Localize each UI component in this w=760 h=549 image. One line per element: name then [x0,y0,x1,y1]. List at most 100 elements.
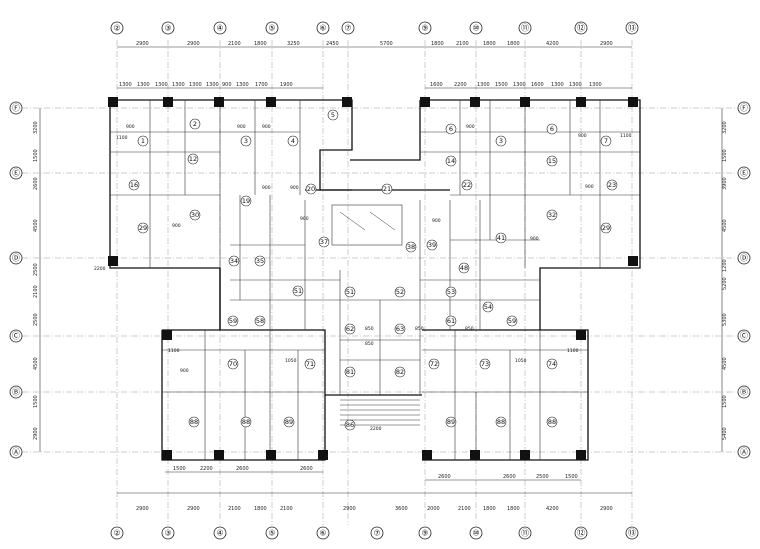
room-label: 29 [600,222,612,234]
dim-label: 2100 [228,41,241,47]
svg-text:⑪: ⑪ [521,24,529,33]
room-label: 38 [405,241,417,253]
axis-bubbles-bottom: ② ③ ④ ⑤ ⑥ ⑦ ⑨ ⑩ ⑪ ⑫ ⑬ [110,526,639,540]
room-label: 61 [445,315,457,327]
room-label: 63 [394,323,406,335]
svg-text:59: 59 [508,317,516,325]
dim-label: 2000 [427,506,440,512]
dim-label: 3250 [287,41,300,47]
svg-text:⑩: ⑩ [472,529,479,538]
room-label: 37 [318,236,330,248]
columns [108,97,638,460]
axis-bubble: Ⓒ [9,329,23,343]
room-label: 58 [254,315,266,327]
axis-bubble: ⑨ [418,21,432,35]
dimension-lines [39,46,723,494]
svg-text:81: 81 [346,368,354,376]
dim-label: 2100 [456,41,469,47]
room-label: 71 [304,358,316,370]
svg-text:14: 14 [447,157,455,165]
room-label: 53 [445,286,457,298]
svg-text:②: ② [113,529,120,538]
axis-bubble: ⑬ [625,21,639,35]
room-label: 82 [394,366,406,378]
svg-text:②: ② [113,24,120,33]
svg-text:1: 1 [141,137,145,145]
dim-label: 2450 [326,41,339,47]
dim-label: 2100 [33,285,39,298]
dim-tag: 2200 [370,426,382,432]
svg-text:22: 22 [463,181,471,189]
dim-label: 1300 [551,82,564,88]
dim-label: 2100 [458,506,471,512]
room-label: 7 [600,135,612,147]
door-tag: 900 [530,236,539,242]
dim-label: 1600 [430,82,443,88]
svg-text:59: 59 [229,317,237,325]
door-tags: 900 900 900 1100 900 900 900 900 900 110… [94,124,632,432]
dim-label: 3900 [722,177,728,190]
axis-bubble: ② [110,21,124,35]
axis-bubble: ⑩ [469,526,483,540]
dim-label: 2600 [236,466,249,472]
door-tag: 900 [290,185,299,191]
dim-label: 2600 [33,177,39,190]
room-label: 34 [228,255,240,267]
exterior-walls [109,99,641,461]
door-tag: 900 [300,216,309,222]
svg-text:Ⓕ: Ⓕ [12,104,20,113]
svg-text:74: 74 [548,360,556,368]
svg-text:③: ③ [164,529,171,538]
dim-label: 1800 [254,506,267,512]
room-label: 52 [394,286,406,298]
svg-text:⑤: ⑤ [268,529,275,538]
dim-label: 3600 [395,506,408,512]
svg-text:3: 3 [499,137,503,145]
room-label: 88 [240,416,252,428]
room-label: 6 [445,123,457,135]
room-label: 59 [506,315,518,327]
room-label: 6 [546,123,558,135]
room-label: 81 [344,366,356,378]
svg-text:⑬: ⑬ [628,24,636,33]
room-label: 14 [445,155,457,167]
svg-text:88: 88 [497,418,505,426]
door-tag: 900 [578,133,587,139]
room-label: 72 [428,358,440,370]
axis-bubble: ⑩ [469,21,483,35]
door-tag: 1100 [620,133,632,139]
dim-label: 2500 [33,313,39,326]
dim-label: 2900 [343,506,356,512]
door-tag: 1100 [567,348,579,354]
room-label: 54 [482,301,494,313]
axis-bubble: Ⓓ [9,251,23,265]
svg-text:Ⓕ: Ⓕ [740,104,748,113]
door-tag: 900 [585,184,594,190]
dim-label: 2100 [228,506,241,512]
svg-text:39: 39 [428,241,436,249]
dim-label: 5700 [380,41,393,47]
svg-text:30: 30 [191,211,199,219]
svg-text:88: 88 [242,418,250,426]
axis-bubble: Ⓕ [9,101,23,115]
room-label: 1 [137,135,149,147]
svg-text:Ⓓ: Ⓓ [740,254,748,263]
svg-text:⑨: ⑨ [421,529,428,538]
axis-bubble: Ⓐ [9,445,23,459]
axis-bubble: Ⓓ [737,251,751,265]
axis-bubble: ⑪ [518,526,532,540]
axis-bubbles-top: ② ③ ④ ⑤ ⑥ ⑦ ⑨ ⑩ ⑪ ⑫ ⑬ [110,21,639,35]
door-tag: 1100 [168,348,180,354]
room-label: 48 [458,262,470,274]
svg-text:⑦: ⑦ [373,529,380,538]
svg-text:71: 71 [306,360,314,368]
svg-text:⑪: ⑪ [521,529,529,538]
dim-label: 1300 [206,82,219,88]
dim-label: 4500 [722,219,728,232]
axis-bubble: ⑥ [316,21,330,35]
svg-text:12: 12 [189,155,197,163]
dim-label: 1500 [33,395,39,408]
room-label: 16 [128,179,140,191]
room-label: 32 [546,209,558,221]
dim-label: 5300 [722,313,728,326]
